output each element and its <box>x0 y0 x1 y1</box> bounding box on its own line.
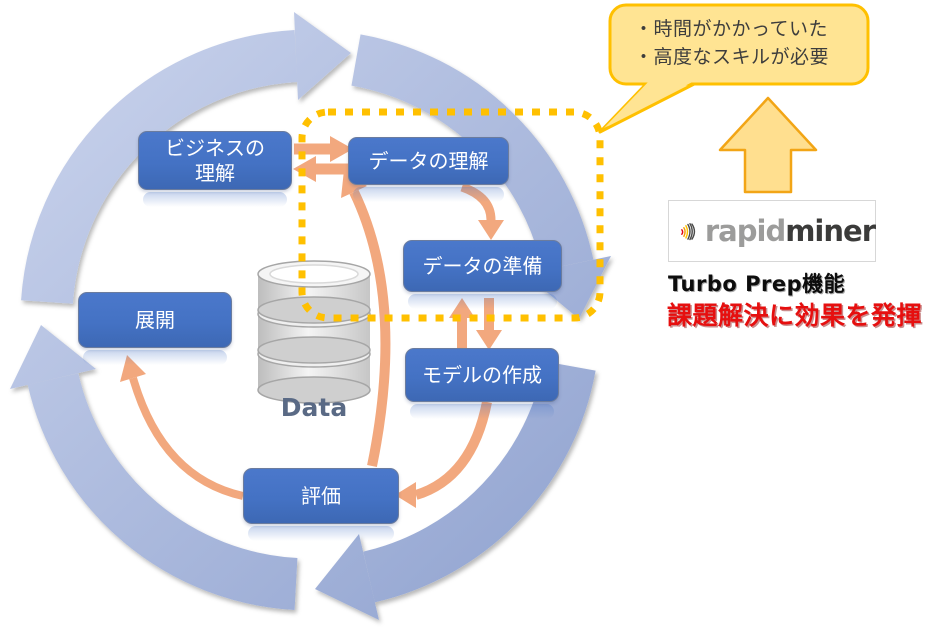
arrow-evaluation-to-deployment <box>120 355 244 500</box>
arrow-dataunderstanding-to-datapreparation <box>460 182 504 240</box>
arrow-business-to-dataunderstanding <box>294 136 353 162</box>
box-data-understanding-label: データの理解 <box>368 148 489 173</box>
box-data-preparation-label: データの準備 <box>422 253 543 278</box>
arrow-modeling-to-evaluation <box>395 401 492 508</box>
database-label: Data <box>281 393 347 422</box>
box-business-line1: ビジネスの <box>165 135 265 160</box>
box-business-understanding: ビジネスの 理解 <box>138 131 292 207</box>
database-icon <box>257 260 371 404</box>
rapidminer-logo: rapidminer <box>668 200 876 262</box>
caption-turbo-prep-feature: Turbo Prep機能 <box>668 272 846 296</box>
box-data-preparation: データの準備 <box>403 240 562 309</box>
logo-text-rapid: rapid <box>704 213 786 248</box>
callout-line1: ・時間がかかっていた <box>634 18 829 40</box>
callout-text: ・時間がかかっていた ・高度なスキルが必要 <box>634 15 864 71</box>
cycle-arrow-bottom-left <box>10 325 298 610</box>
rapidminer-wordmark: rapidminer <box>704 213 876 248</box>
box-modeling-label: モデルの作成 <box>422 362 542 387</box>
up-block-arrow-icon <box>718 96 818 194</box>
cycle-arrow-bottom-right <box>315 361 596 620</box>
callout-line2: ・高度なスキルが必要 <box>634 46 830 68</box>
box-evaluation-label: 評価 <box>301 483 341 508</box>
callout-bubble <box>598 3 870 134</box>
box-deployment: 展開 <box>78 292 232 365</box>
cycle-arrow-top-left <box>21 12 351 305</box>
logo-text-miner: miner <box>785 213 876 248</box>
rapidminer-logo-icon <box>681 222 696 241</box>
box-evaluation: 評価 <box>243 468 399 541</box>
box-data-understanding: データの理解 <box>348 137 509 202</box>
turboprep-highlight-dashes <box>298 108 604 322</box>
box-modeling: モデルの作成 <box>405 348 559 419</box>
cycle-arrows <box>10 12 611 620</box>
arrow-modeling-to-datapreparation <box>449 298 475 350</box>
box-business-line2: 理解 <box>195 160 235 185</box>
caption-benefit: 課題解決に効果を発揮 <box>667 301 923 330</box>
arrow-datapreparation-to-modeling <box>476 298 502 350</box>
box-deployment-label: 展開 <box>135 307 175 332</box>
